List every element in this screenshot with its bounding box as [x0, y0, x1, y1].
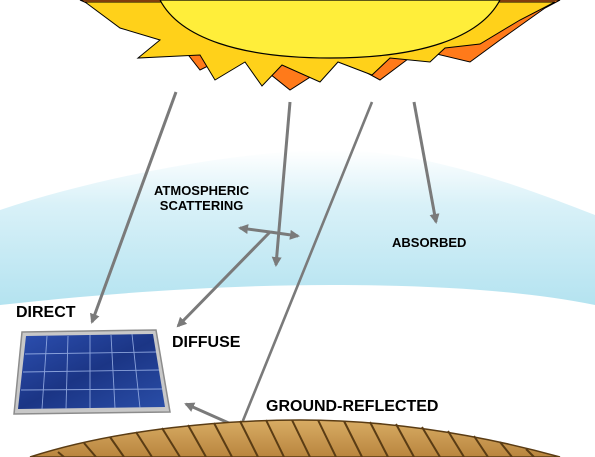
sun-icon — [79, 0, 561, 91]
ground-reflected-label: GROUND-REFLECTED — [266, 398, 439, 415]
ground-incident-line — [238, 101, 374, 429]
diffuse-arrow — [176, 230, 272, 328]
diffuse-label: DIFFUSE — [172, 334, 241, 351]
ground-hatching — [57, 419, 535, 457]
direct-arrow — [90, 91, 178, 324]
scatter-right-arrow — [269, 229, 300, 240]
sun-core — [159, 0, 501, 59]
ground-icon — [29, 419, 561, 457]
atmospheric-scattering-line1: ATMOSPHERIC — [154, 183, 250, 198]
direct-label: DIRECT — [16, 304, 76, 321]
atmospheric-scattering-line2: SCATTERING — [159, 197, 244, 213]
sky-band — [0, 150, 595, 305]
absorbed-arrow — [412, 101, 440, 224]
solar-panel-icon — [13, 329, 171, 415]
scattered-arrow — [271, 101, 292, 267]
absorbed-label: ABSORBED — [392, 235, 467, 250]
scatter-left-arrow — [238, 224, 271, 235]
atmospheric-scattering-label: ATMOSPHERIC SCATTERING — [154, 183, 250, 213]
